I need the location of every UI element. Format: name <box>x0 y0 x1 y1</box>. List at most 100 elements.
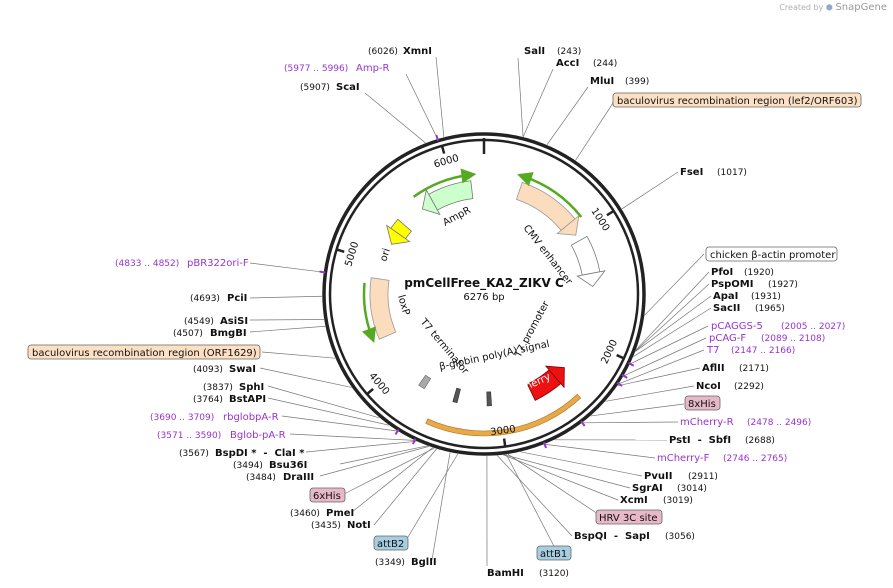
box-baculo-lef2 <box>612 92 862 108</box>
feature-ampr-body <box>428 180 474 211</box>
leader-line <box>267 397 390 426</box>
leader-line <box>267 385 380 419</box>
site-sali-pos: (243) <box>557 47 581 57</box>
primer-mark <box>580 420 586 427</box>
leader-line <box>343 447 435 495</box>
leader-line <box>405 73 438 139</box>
snapgene-logo-icon: ⬢ <box>825 3 833 12</box>
leader-line <box>351 447 433 513</box>
tick-label-3000: 3000 <box>490 424 517 438</box>
leader-line <box>364 92 426 144</box>
site-pvuii-pos: (2911) <box>688 472 718 482</box>
leader-line <box>261 351 336 359</box>
primer-mark <box>621 373 628 379</box>
site-bamhi-name: BamHI <box>487 568 524 579</box>
leader-line <box>431 452 451 561</box>
box-hrv-3c <box>595 509 663 525</box>
box-chicken-actin-label: chicken β-actin promoter <box>710 250 836 261</box>
primer-pbr322ori-f-name: pBR322ori-F <box>187 258 249 269</box>
site-fsei-pos: (1017) <box>717 168 747 178</box>
site-swai-name: SwaI <box>229 364 256 375</box>
primer-pbr322ori-f-range: (4833 .. 4852) <box>115 259 179 269</box>
primer-mcherry-r-range: (2478 .. 2496) <box>747 418 811 428</box>
feature-actin-promoter-arrow-head <box>576 270 606 288</box>
site-bspdi-clai-name: BspDI * - ClaI * <box>215 448 305 459</box>
box-baculo-orf1629 <box>27 344 261 360</box>
site-acci-name: AccI <box>556 58 579 69</box>
brand-text: SnapGene <box>835 2 887 13</box>
label-leader-lines <box>249 56 712 567</box>
feature-ori-body <box>390 218 413 240</box>
site-aflii-pos: (2171) <box>739 364 769 374</box>
feature-arrows <box>361 168 606 437</box>
site-scai-name: ScaI <box>336 82 360 93</box>
site-mlui-name: MluI <box>590 76 614 87</box>
leader-line <box>621 171 679 210</box>
leader-line <box>505 454 557 551</box>
tick-label-6000: 6000 <box>433 153 460 171</box>
site-fsei-name: FseI <box>680 167 703 178</box>
leader-line <box>605 385 695 402</box>
leader-line <box>618 349 705 385</box>
snapgene-watermark: Created by ⬢ SnapGene <box>779 2 887 13</box>
site-noti-pos: (3435) <box>311 521 341 531</box>
site-bspqi-sapi-name: BspQI - SapI <box>574 531 650 542</box>
green-arc-ampr <box>412 168 477 198</box>
feature-ampr-head <box>421 188 441 216</box>
primer-mark <box>319 270 326 274</box>
leader-line <box>623 337 707 377</box>
tick-mark-5000 <box>336 248 345 253</box>
site-pcii-pos: (4693) <box>190 294 220 304</box>
leader-line <box>590 403 685 417</box>
site-bmgbi-name: BmgBI <box>210 328 247 339</box>
leader-line <box>635 283 710 352</box>
site-bstapi-pos: (3764) <box>193 395 223 405</box>
box-baculo-lef2-label: baculovirus recombination region (lef2/O… <box>617 96 858 107</box>
leader-line <box>520 451 643 477</box>
primer-mark <box>394 428 400 435</box>
leader-line <box>644 253 705 316</box>
site-xmni-pos: (6026) <box>368 47 398 57</box>
leader-line <box>319 446 430 477</box>
primer-amp-r-range: (5977 .. 5996) <box>284 64 348 74</box>
primer-rbglobpa-r-range: (3690 .. 3709) <box>150 413 214 423</box>
primer-mcherry-r-name: mCherry-R <box>680 417 734 428</box>
primer-mark <box>542 442 548 449</box>
primer-mark <box>627 362 635 367</box>
leader-line <box>517 57 524 137</box>
feature-label-ori: ori <box>378 247 392 263</box>
site-pmei-name: PmeI <box>326 508 354 519</box>
feature-beta-globin <box>452 387 461 404</box>
leader-line <box>633 307 712 357</box>
site-pcii-name: PciI <box>227 293 247 304</box>
site-ncoi-pos: (2292) <box>734 382 764 392</box>
primer-mcherry-f-range: (2746 .. 2765) <box>723 454 787 464</box>
tick-label-1000: 1000 <box>588 206 611 233</box>
box-attb2 <box>373 535 409 551</box>
site-xcmi-name: XcmI <box>620 495 648 506</box>
leader-line <box>629 325 709 365</box>
box-baculo-orf1629-label: baculovirus recombination region (ORF162… <box>32 348 257 359</box>
site-pfoi-name: PfoI <box>711 267 733 278</box>
site-bspdi-clai-pos: (3567) <box>179 449 209 459</box>
leader-line <box>373 448 437 526</box>
leader-line <box>259 367 352 388</box>
feature-t7-terminator <box>418 374 432 390</box>
leader-line <box>617 367 701 387</box>
leader-line <box>522 68 554 137</box>
leader-line <box>546 86 589 145</box>
created-by-text: Created by <box>779 3 824 12</box>
green-arc-loxp <box>361 282 376 344</box>
plasmid-size: 6276 bp <box>463 292 504 303</box>
leader-line <box>249 295 323 299</box>
box-6xhis <box>309 487 346 503</box>
site-aflii-name: AflII <box>702 363 725 374</box>
site-pmei-pos: (3460) <box>290 509 320 519</box>
leader-line <box>281 415 398 432</box>
backbone-outer-ring <box>322 132 646 456</box>
site-noti-name: NotI <box>347 520 371 531</box>
box-attb2-label: attB2 <box>377 539 404 550</box>
site-sphi-name: SphI <box>239 382 264 393</box>
leader-line <box>635 295 712 352</box>
